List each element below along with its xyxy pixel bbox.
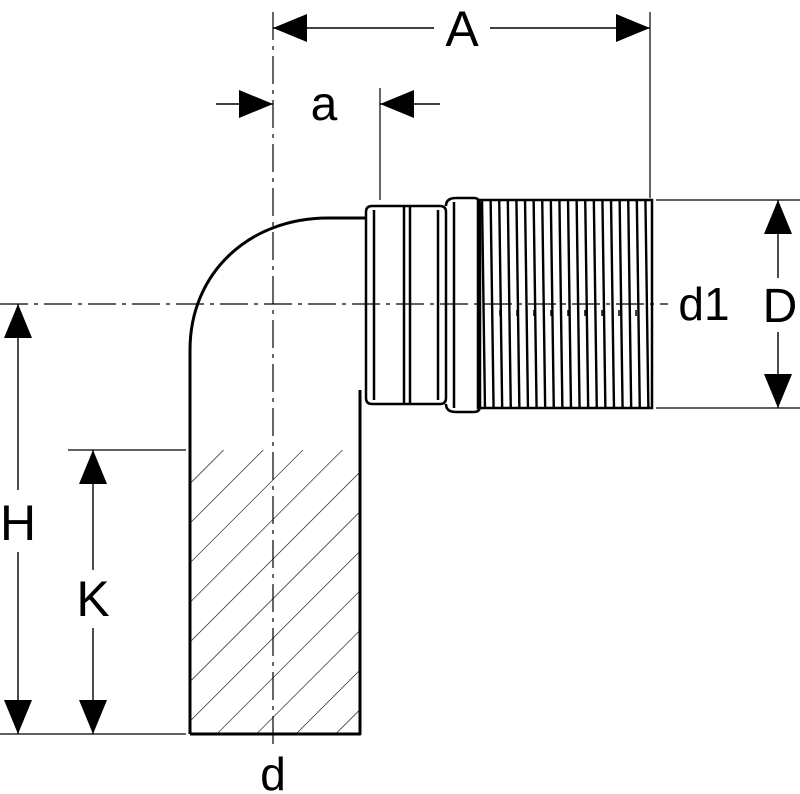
corrugation-rib	[609, 200, 616, 408]
elbow-body-outline	[188, 216, 366, 736]
label-a: a	[311, 78, 338, 131]
corrugation-rib	[558, 200, 564, 408]
dimension-D: D	[763, 200, 798, 408]
dimension-a: a	[216, 78, 440, 131]
corrugation-rib	[566, 200, 573, 408]
corrugation-rib	[644, 200, 650, 408]
spigot-sleeve	[364, 204, 448, 406]
dimension-H: H	[0, 304, 36, 734]
hatched-section	[190, 450, 360, 734]
collar	[444, 196, 482, 414]
dimension-A: A	[273, 1, 650, 57]
label-K: K	[76, 571, 109, 627]
label-A: A	[445, 1, 479, 57]
corrugation-rib	[480, 200, 487, 408]
extension-lines	[0, 12, 800, 735]
dimension-K: K	[76, 450, 110, 734]
label-d1: d1	[678, 278, 729, 330]
corrugation-rib	[601, 200, 607, 408]
corrugation-rib	[523, 200, 530, 408]
label-H: H	[0, 495, 36, 551]
label-d: d	[260, 748, 286, 794]
label-D: D	[763, 280, 798, 333]
corrugation-rib	[515, 200, 521, 408]
